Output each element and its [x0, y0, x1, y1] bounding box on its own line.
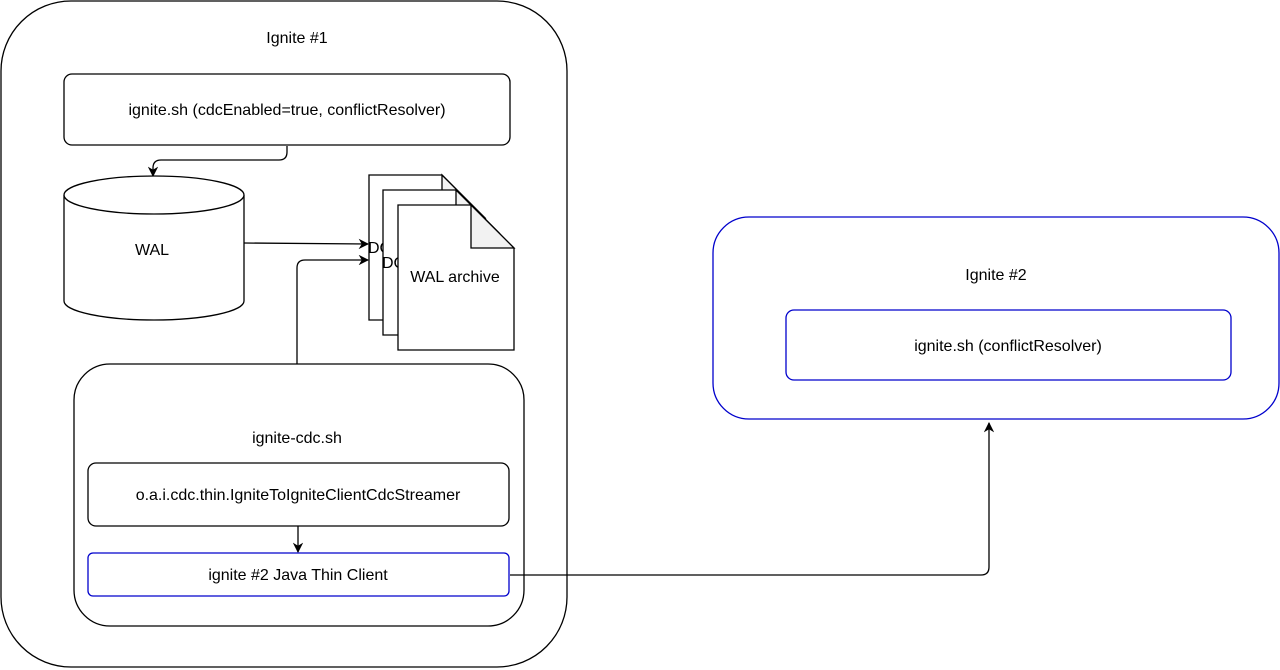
- wal-archive-stack[interactable]: DC DC WAL archive: [368, 173, 516, 351]
- thin-client-box[interactable]: ignite #2 Java Thin Client: [87, 552, 510, 597]
- thin-client-label: ignite #2 Java Thin Client: [208, 567, 388, 584]
- ignite2-node-label: ignite.sh (conflictResolver): [914, 338, 1102, 355]
- ignite2-title: Ignite #2: [965, 267, 1026, 284]
- arrow-client-to-ignite2: [510, 421, 995, 576]
- wal-archive-doc-front: WAL archive: [397, 203, 516, 351]
- cdc-streamer-label: o.a.i.cdc.thin.IgniteToIgniteClientCdcSt…: [136, 487, 461, 504]
- wal-label: WAL: [135, 242, 169, 259]
- ignite1-node-box[interactable]: ignite.sh (cdcEnabled=true, conflictReso…: [63, 73, 511, 146]
- arrow-node-to-wal: [147, 146, 288, 178]
- cdc-streamer-box[interactable]: o.a.i.cdc.thin.IgniteToIgniteClientCdcSt…: [87, 462, 510, 527]
- ignite2-node-box[interactable]: ignite.sh (conflictResolver): [785, 309, 1232, 381]
- cdc-title: ignite-cdc.sh: [252, 430, 342, 447]
- ignite1-title: Ignite #1: [266, 30, 327, 47]
- arrow-wal-to-archive: [243, 238, 370, 250]
- wal-cylinder[interactable]: WAL: [63, 175, 245, 321]
- arrow-cdc-to-archive: [296, 254, 370, 364]
- ignite1-node-label: ignite.sh (cdcEnabled=true, conflictReso…: [128, 102, 445, 119]
- wal-archive-label: WAL archive: [410, 269, 500, 286]
